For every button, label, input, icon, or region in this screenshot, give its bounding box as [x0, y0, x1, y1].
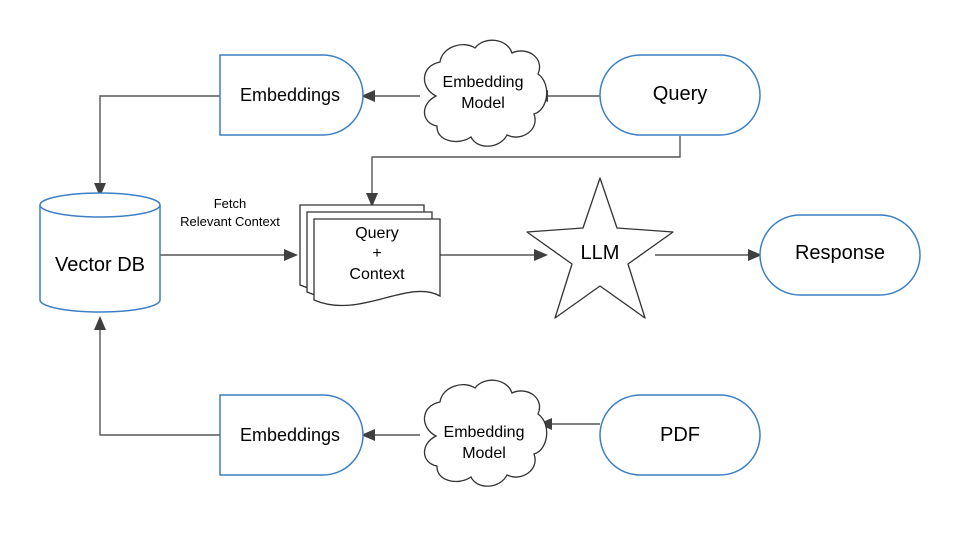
vector-db-node: Vector DB — [39, 192, 161, 313]
edge-embeddings-bottom-to-vector-db — [94, 316, 220, 436]
embedding-model-top-label-1: Embedding — [443, 74, 524, 91]
embedding-model-top-label-2: Model — [461, 95, 505, 112]
query-context-label-1: Query — [355, 225, 399, 242]
embeddings-bottom-label: Embeddings — [240, 425, 340, 445]
doc-front — [313, 218, 441, 307]
query-context-labels: Query + Context — [349, 225, 405, 283]
embedding-model-bottom-node: Embedding Model — [423, 379, 548, 487]
embedding-model-bottom-label-1: Embedding — [444, 424, 525, 441]
vector-db-label: Vector DB — [55, 254, 145, 276]
edges — [94, 90, 762, 441]
star-shape — [526, 177, 674, 319]
embeddings-bottom-node: Embeddings — [219, 394, 364, 476]
embeddings-top-node: Embeddings — [219, 54, 364, 136]
edge-embeddings-top-to-vector-db — [94, 95, 220, 197]
query-context-label-3: Context — [349, 266, 405, 283]
query-node-label: Query — [653, 83, 707, 105]
cloud-shape-bottom — [423, 379, 548, 487]
cloud-shape-top — [423, 39, 548, 147]
fetch-label-line-1: Fetch — [214, 196, 247, 211]
llm-label: LLM — [581, 242, 620, 264]
edge-query-to-query-context — [366, 136, 681, 207]
query-context-node — [299, 204, 441, 307]
fetch-label-line-2: Relevant Context — [180, 214, 280, 229]
edge-label-fetch: Fetch Relevant Context — [180, 196, 280, 229]
embedding-model-bottom-label-2: Model — [462, 445, 506, 462]
response-label: Response — [795, 242, 885, 264]
llm-node: LLM — [526, 177, 674, 319]
pdf-node: PDF — [599, 394, 761, 476]
response-node: Response — [759, 214, 921, 296]
pdf-label: PDF — [660, 424, 700, 446]
embeddings-top-label: Embeddings — [240, 85, 340, 105]
query-context-label-2: + — [372, 245, 381, 262]
query-node: Query — [599, 54, 761, 136]
embedding-model-top-node: Embedding Model — [423, 39, 548, 147]
